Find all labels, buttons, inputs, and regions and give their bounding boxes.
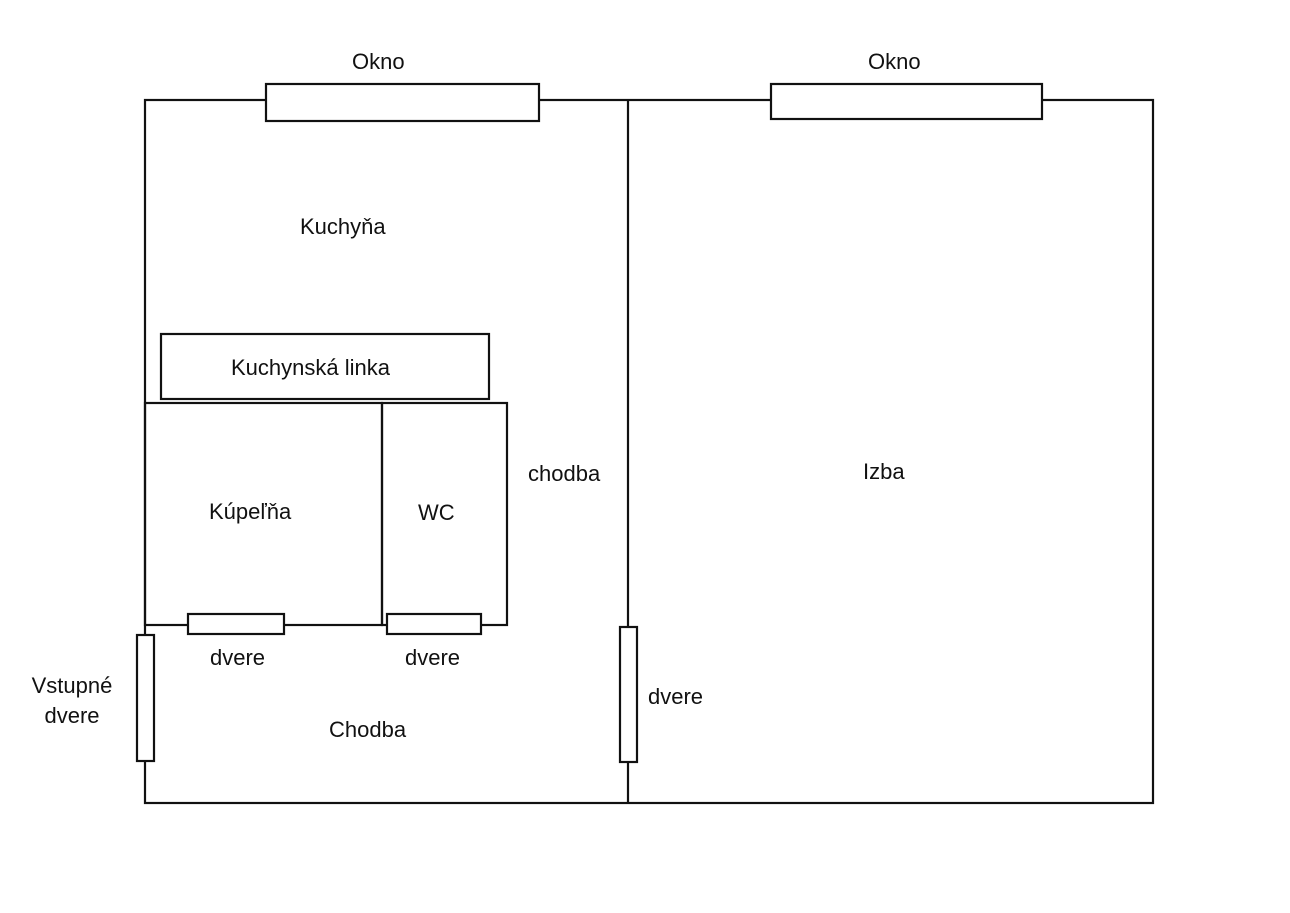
wc-door: [385, 612, 483, 636]
kitchen-label: Kuchyňa: [300, 214, 386, 239]
bathroom-door-label: dvere: [210, 645, 266, 670]
bathroom-door: [186, 612, 286, 636]
window-left: [264, 82, 541, 123]
room-label: Izba: [863, 459, 905, 484]
entrance-door-label-line1: Vstupné: [31, 673, 113, 698]
window-left-label: Okno: [352, 49, 405, 74]
room-door: [618, 625, 639, 764]
kitchen-counter-label: Kuchynská linka: [231, 355, 390, 380]
window-right-label: Okno: [868, 49, 921, 74]
entrance-door-label: Vstupné dvere: [24, 671, 120, 731]
kitchen-counter: [159, 332, 491, 401]
entrance-door-label-line2: dvere: [44, 703, 100, 728]
room-door-label: dvere: [648, 684, 704, 709]
hallway-label: Chodba: [329, 717, 407, 742]
bathroom-label: Kúpeľňa: [209, 499, 292, 524]
wc-door-label: dvere: [405, 645, 461, 670]
corridor-small-label: chodba: [528, 461, 601, 486]
window-right: [769, 82, 1044, 121]
wc-label: WC: [418, 500, 455, 525]
entrance-door: [135, 633, 156, 763]
